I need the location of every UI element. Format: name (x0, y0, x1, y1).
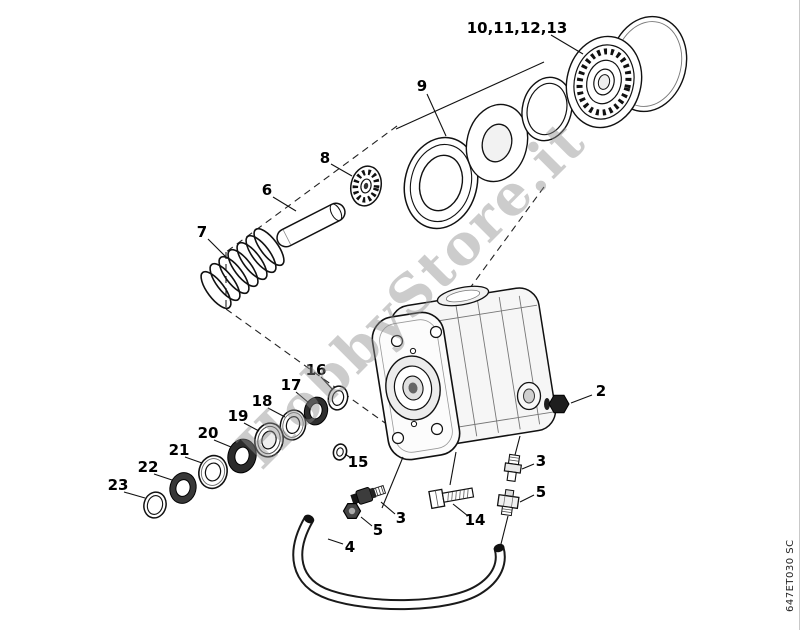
seal-ring-21 (198, 454, 228, 490)
part-label-9[interactable]: 9 (417, 77, 427, 95)
hex-nut-5-left (342, 503, 362, 520)
seal-ring-23 (143, 491, 167, 519)
drawing-code: 647ET030 SC (785, 539, 796, 612)
cup-seal-19 (254, 422, 284, 458)
part-label-20[interactable]: 20 (198, 424, 219, 442)
part-label-7[interactable]: 7 (197, 223, 207, 241)
pump-housing (371, 285, 557, 461)
part-label-16[interactable]: 16 (306, 361, 327, 379)
seal-ring-16 (327, 385, 349, 411)
nipple-5-right (496, 489, 520, 517)
grooved-bearing (349, 165, 383, 207)
part-label-2[interactable]: 2 (596, 382, 606, 400)
part-label-6[interactable]: 6 (262, 181, 272, 199)
part-label-8[interactable]: 8 (320, 149, 330, 167)
seal-ring-small (521, 76, 573, 142)
seal-ring-20 (227, 438, 257, 474)
hose (292, 514, 506, 611)
fitting-3-right (503, 453, 523, 483)
part-label-15[interactable]: 15 (348, 453, 369, 471)
seal-ring-22 (169, 472, 197, 504)
seal-ring-18 (279, 409, 307, 441)
hex-plug (544, 394, 570, 414)
part-label-21[interactable]: 21 (169, 441, 190, 459)
oring-15 (332, 443, 348, 461)
part-label-10-11-12-13[interactable]: 10,11,12,13 (467, 19, 568, 37)
seal-ring-17 (303, 396, 329, 426)
construction-lines (225, 125, 545, 429)
coil-spring (200, 227, 285, 310)
piston-pin (276, 202, 346, 248)
part-label-18[interactable]: 18 (252, 392, 273, 410)
part-label-5-left[interactable]: 5 (373, 521, 383, 539)
bolt-14 (428, 487, 475, 510)
leader-lines (123, 34, 593, 545)
part-label-3-right[interactable]: 3 (536, 452, 546, 470)
part-label-4[interactable]: 4 (345, 538, 355, 556)
seal-ring-large (403, 136, 479, 230)
part-label-14[interactable]: 14 (465, 511, 486, 529)
part-labels: 10,11,12,13 9 8 6 7 2 16 17 18 19 20 21 … (108, 19, 607, 556)
valve-fitting-3-left (350, 484, 387, 505)
part-label-17[interactable]: 17 (281, 376, 302, 394)
part-label-22[interactable]: 22 (138, 458, 159, 476)
bearing-flange-assembly (565, 15, 688, 129)
part-label-19[interactable]: 19 (228, 407, 249, 425)
seal-ring-medium (465, 103, 529, 183)
part-label-3-left[interactable]: 3 (396, 509, 406, 527)
part-label-23[interactable]: 23 (108, 476, 129, 494)
part-label-5-right[interactable]: 5 (536, 483, 546, 501)
